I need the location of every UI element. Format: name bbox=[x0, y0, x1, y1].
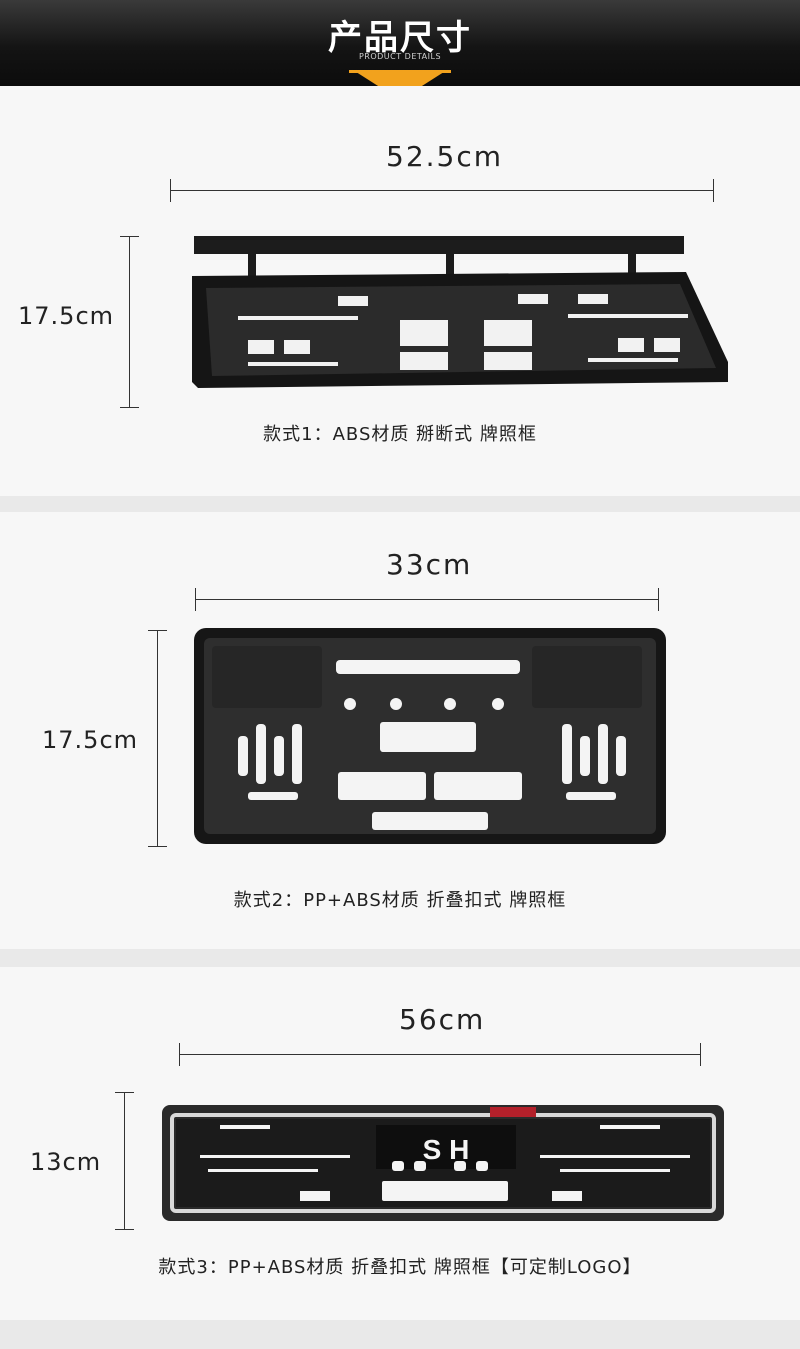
height-dimension-line bbox=[148, 630, 167, 847]
section-title: 产品尺寸 bbox=[328, 18, 472, 58]
product-caption-1: 款式1：ABS材质 掰断式 牌照框 bbox=[263, 424, 537, 445]
plate-frame-image-3: S H bbox=[162, 1105, 724, 1221]
plate-frame-image-1 bbox=[192, 236, 728, 388]
width-dimension-line bbox=[179, 1043, 701, 1066]
width-dimension-label: 33cm bbox=[386, 548, 473, 581]
height-dimension-label: 17.5cm bbox=[18, 302, 115, 330]
height-dimension-label: 13cm bbox=[30, 1148, 102, 1176]
product-caption-3: 款式3：PP+ABS材质 折叠扣式 牌照框【可定制LOGO】 bbox=[158, 1257, 642, 1278]
product-card-1: 52.5cm 17.5cm 款式1：ABS材质 掰断式 牌照框 bbox=[0, 86, 800, 496]
section-subtitle: PRODUCT DETAILS bbox=[358, 52, 442, 61]
product-card-3: 56cm 13cm S H 款式3：PP+ABS材质 折叠扣式 牌照框【可定制L… bbox=[0, 967, 800, 1320]
product-caption-2: 款式2：PP+ABS材质 折叠扣式 牌照框 bbox=[233, 890, 567, 911]
height-dimension-line bbox=[120, 236, 139, 408]
height-dimension-line bbox=[115, 1092, 134, 1230]
width-dimension-label: 56cm bbox=[399, 1003, 486, 1036]
section-header: 产品尺寸 PRODUCT DETAILS bbox=[0, 0, 800, 100]
plate-text: S H bbox=[423, 1134, 470, 1165]
width-dimension-label: 52.5cm bbox=[386, 140, 504, 173]
logo-badge bbox=[490, 1107, 536, 1117]
product-card-2: 33cm 17.5cm 款式2：PP+ABS材质 折叠扣式 牌照框 bbox=[0, 512, 800, 949]
width-dimension-line bbox=[170, 179, 714, 202]
plate-frame-image-2 bbox=[194, 628, 666, 844]
height-dimension-label: 17.5cm bbox=[42, 726, 139, 754]
width-dimension-line bbox=[195, 588, 659, 611]
